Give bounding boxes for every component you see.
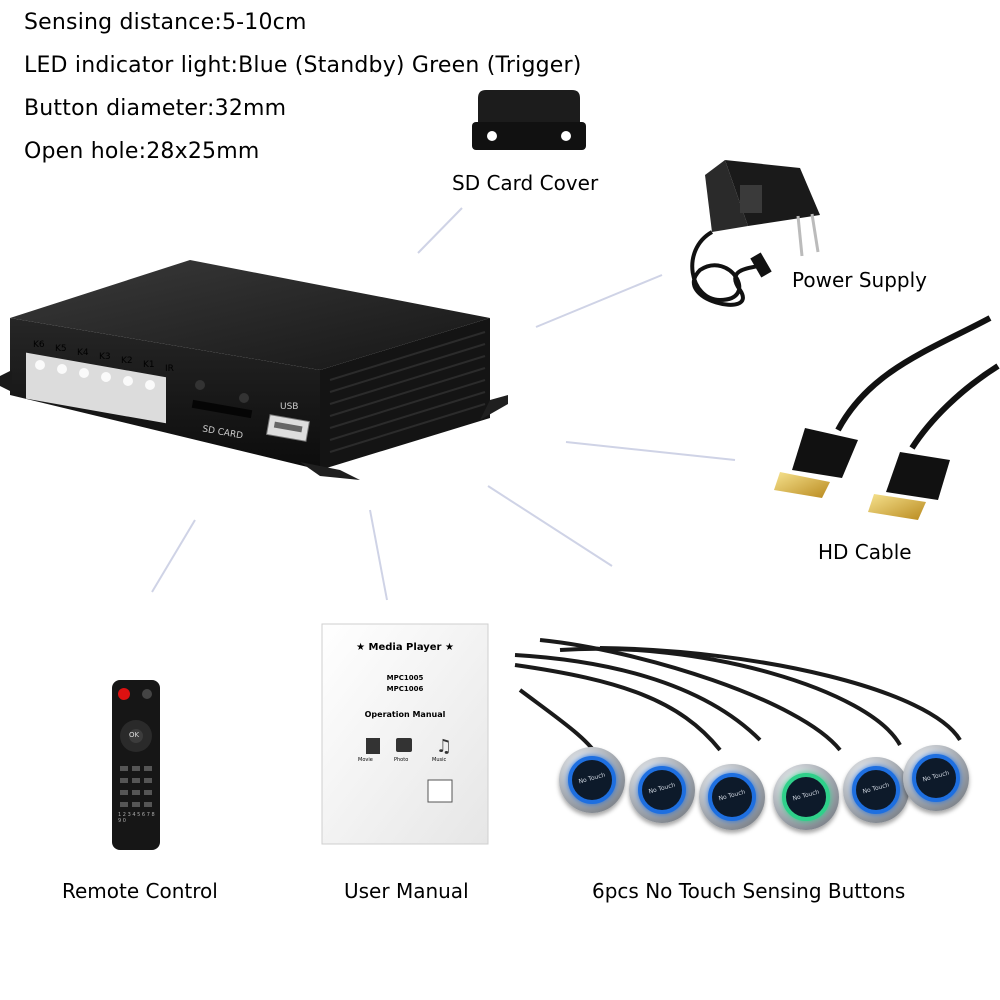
remote-key: 9 xyxy=(118,818,122,824)
port-label-k2: K2 xyxy=(121,356,133,366)
button-text: No Touch xyxy=(647,781,677,796)
label-user-manual: User Manual xyxy=(344,879,469,903)
led-ring: No Touch xyxy=(568,756,616,804)
svg-text:♫: ♫ xyxy=(436,736,452,757)
manual-model-1: MPC1005 xyxy=(386,674,424,682)
port-label-ir: IR xyxy=(165,364,174,374)
label-remote-control: Remote Control xyxy=(62,879,218,903)
spec-open-hole: Open hole:28x25mm xyxy=(24,139,260,164)
manual-subtitle: Operation Manual xyxy=(364,710,446,719)
hd-cable-image xyxy=(774,315,1000,520)
remote-key: 8 xyxy=(151,812,155,818)
remote-ok-key: OK xyxy=(129,731,140,739)
manual-model-2: MPC1006 xyxy=(386,685,424,693)
manual-title: ★ Media Player ★ xyxy=(356,642,454,653)
label-sd-card-cover: SD Card Cover xyxy=(452,171,599,195)
led-ring: No Touch xyxy=(852,766,900,814)
remote-control-image xyxy=(112,680,160,850)
remote-key: 7 xyxy=(146,812,150,818)
remote-key: 3 xyxy=(127,812,131,818)
label-power-supply: Power Supply xyxy=(792,268,927,292)
usb-label: USB xyxy=(280,402,299,412)
media-player-box-image xyxy=(0,260,508,480)
manual-icon-label-movie: Movie xyxy=(358,757,373,763)
remote-key: 1 xyxy=(118,812,122,818)
port-label-k1: K1 xyxy=(143,360,155,370)
remote-number-keys: 1 2 3 4 5 6 7 8 9 0 xyxy=(118,812,156,824)
sensing-button: No Touch xyxy=(699,764,765,830)
sensing-button: No Touch xyxy=(629,757,695,823)
power-supply-image xyxy=(690,160,820,307)
manual-icon-label-music: Music xyxy=(432,757,447,763)
port-label-k4: K4 xyxy=(77,348,89,358)
label-hd-cable: HD Cable xyxy=(818,540,912,564)
button-text: No Touch xyxy=(717,788,747,803)
port-label-k5: K5 xyxy=(55,344,67,354)
sensing-button: No Touch xyxy=(903,745,969,811)
sensing-button: No Touch xyxy=(843,757,909,823)
button-text: No Touch xyxy=(791,788,821,803)
remote-key: 4 xyxy=(132,812,136,818)
led-ring: No Touch xyxy=(638,766,686,814)
spec-sensing-distance: Sensing distance:5-10cm xyxy=(24,10,307,35)
label-sensing-buttons: 6pcs No Touch Sensing Buttons xyxy=(592,879,906,903)
remote-key: 2 xyxy=(122,812,126,818)
led-ring: No Touch xyxy=(912,754,960,802)
sensing-button: No Touch xyxy=(559,747,625,813)
led-ring: No Touch xyxy=(708,773,756,821)
user-manual-image: ♫ xyxy=(321,623,489,845)
button-text: No Touch xyxy=(921,769,951,784)
port-label-k3: K3 xyxy=(99,352,111,362)
remote-key: 0 xyxy=(122,818,126,824)
sensing-buttons-image xyxy=(514,638,962,761)
spec-led-indicator: LED indicator light:Blue (Standby) Green… xyxy=(24,53,582,78)
remote-key: 6 xyxy=(141,812,146,818)
sensing-button: No Touch xyxy=(773,764,839,830)
manual-icon-label-photo: Photo xyxy=(394,757,409,763)
led-ring: No Touch xyxy=(782,773,830,821)
port-label-k6: K6 xyxy=(33,340,45,350)
device-port-labels: K6 K5 K4 K3 K2 K1 IR xyxy=(33,340,193,374)
connector-rays xyxy=(151,207,736,601)
spec-button-diameter: Button diameter:32mm xyxy=(24,96,287,121)
remote-key: 5 xyxy=(137,812,141,818)
button-text: No Touch xyxy=(861,781,891,796)
sd-card-cover-image xyxy=(472,90,586,150)
button-text: No Touch xyxy=(577,771,607,786)
